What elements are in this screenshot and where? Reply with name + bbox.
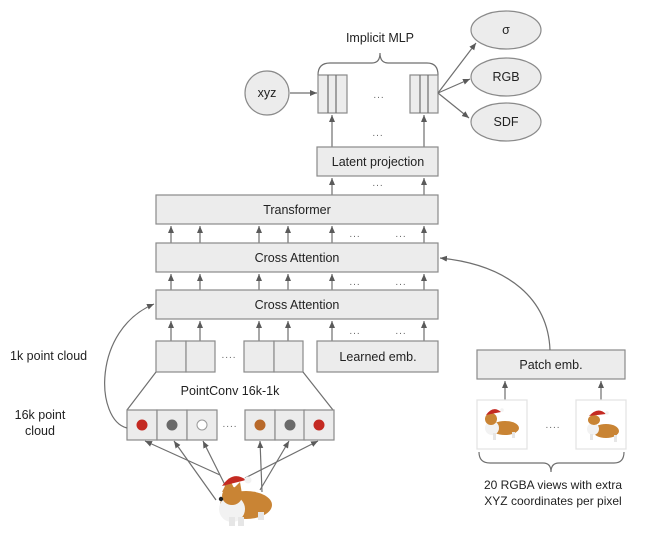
point-dot <box>166 419 178 431</box>
mlp-block-last <box>409 74 439 114</box>
views-ellipsis: .... <box>545 420 560 431</box>
cross-attention-top-box <box>155 242 439 273</box>
output-rgb-node <box>470 57 542 97</box>
views-caption-line2: XYZ coordinates per pixel <box>484 494 621 508</box>
arrow-to-sdf <box>437 92 470 119</box>
output-sigma-node <box>470 10 542 50</box>
label-1k-point-cloud: 1k point cloud <box>10 349 87 363</box>
arrow-patch-to-cross-attention <box>439 255 551 351</box>
patch-emb-box <box>476 349 626 380</box>
ellipsis-16k: .... <box>222 419 237 430</box>
output-rgb-label: RGB <box>492 70 519 84</box>
arrows-cross-attention-bottom-to-top <box>168 274 427 290</box>
cross-attention-bottom-label: Cross Attention <box>255 298 340 312</box>
latent-projection-label: Latent projection <box>332 155 424 169</box>
implicit-mlp-label: Implicit MLP <box>346 31 414 45</box>
arrow-to-rgb <box>437 78 471 94</box>
latent-projection-box <box>316 146 439 177</box>
mlp-brace <box>317 52 439 76</box>
point-dot <box>254 419 266 431</box>
pointconv-edge-right <box>302 371 334 411</box>
pointconv-label: PointConv 16k-1k <box>181 384 280 398</box>
mlp-block-first <box>317 74 348 114</box>
ellipsis-1k: .... <box>221 350 236 361</box>
arrows-inputs-to-cross-attention-bottom <box>168 321 427 341</box>
learned-emb-box <box>316 340 439 373</box>
cross-attention-bottom-box <box>155 289 439 320</box>
point-dot <box>196 419 208 431</box>
corgi-object-image <box>218 476 272 526</box>
point-dot <box>136 419 148 431</box>
latent-bottom-ellipsis: ... <box>372 178 383 189</box>
arrow-16k-to-cross-attention <box>104 303 155 429</box>
ellipsis: ... <box>349 277 360 288</box>
cross-attention-top-label: Cross Attention <box>255 251 340 265</box>
ellipsis: ... <box>395 229 406 240</box>
mlp-ellipsis: ... <box>373 90 384 101</box>
transformer-label: Transformer <box>263 203 331 217</box>
point-tokens-1k-left <box>155 340 216 373</box>
output-sdf-label: SDF <box>494 115 519 129</box>
label-16k-point-cloud-line2: cloud <box>25 424 55 438</box>
point-dot <box>284 419 296 431</box>
transformer-box <box>155 194 439 225</box>
patch-emb-label: Patch emb. <box>519 358 582 372</box>
point-tokens-1k-right <box>243 340 304 373</box>
ellipsis: ... <box>349 229 360 240</box>
xyz-node <box>244 70 290 116</box>
learned-emb-label: Learned emb. <box>339 350 416 364</box>
point-dot <box>313 419 325 431</box>
latent-top-ellipsis: ... <box>372 128 383 139</box>
xyz-label: xyz <box>258 86 277 100</box>
views-caption-line1: 20 RGBA views with extra <box>484 478 622 492</box>
ellipsis: ... <box>349 326 360 337</box>
point-cell <box>274 409 306 441</box>
arrows-object-to-points <box>144 440 319 506</box>
label-16k-point-cloud-line1: 16k point <box>15 408 66 422</box>
point-cell <box>303 409 335 441</box>
point-tokens-16k <box>126 409 335 441</box>
view-image-first <box>476 399 528 450</box>
pointconv-edge-left <box>126 371 157 411</box>
ellipsis: ... <box>395 326 406 337</box>
view-image-last <box>575 399 627 450</box>
arrows-cross-attention-to-transformer <box>168 226 427 243</box>
views-brace <box>478 451 625 473</box>
output-sigma-label: σ <box>502 23 510 37</box>
output-sdf-node <box>470 102 542 142</box>
arrow-to-sigma <box>437 42 477 94</box>
ellipsis: ... <box>395 277 406 288</box>
